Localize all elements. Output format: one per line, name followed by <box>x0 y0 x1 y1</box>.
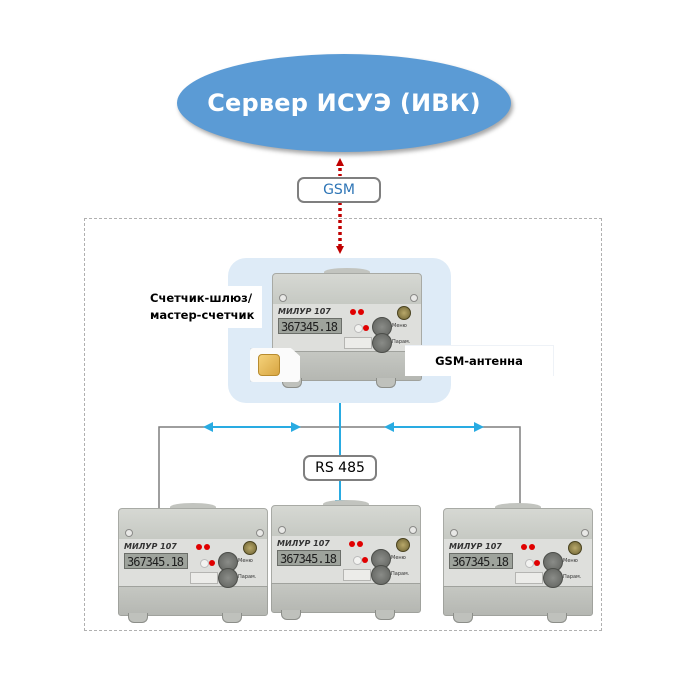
meter-menu-label: Меню <box>563 558 578 564</box>
meter-param-label: Парам. <box>391 571 410 577</box>
meter-display: 367345.18 <box>277 550 341 566</box>
meter-display: 367345.18 <box>278 318 342 334</box>
meter-menu-label: Меню <box>238 558 253 564</box>
master-meter-label: Счетчик-шлюз/ мастер-счетчик <box>144 286 262 328</box>
meter-connector-icon <box>243 541 257 555</box>
meter-model: 107 <box>313 539 330 548</box>
meter-param-button <box>372 333 392 353</box>
meter-model: 107 <box>160 542 177 551</box>
gsm-antenna-label: GSM-антенна <box>405 345 554 376</box>
slave-meter-1: МИЛУР 107 367345.18 Меню Парам. <box>118 503 268 623</box>
server-node: Сервер ИСУЭ (ИВК) <box>177 54 511 152</box>
meter-brand: МИЛУР <box>449 542 483 551</box>
meter-param-label: Парам. <box>238 574 257 580</box>
meter-param-button <box>218 568 238 588</box>
meter-menu-label: Меню <box>391 555 406 561</box>
meter-brand: МИЛУР <box>278 307 312 316</box>
meter-param-label: Парам. <box>563 574 582 580</box>
master-label-line1: Счетчик-шлюз/ <box>150 291 253 305</box>
rs485-link-label: RS 485 <box>303 455 377 481</box>
meter-param-label: Парам. <box>392 339 411 345</box>
network-boundary <box>84 218 602 631</box>
meter-menu-label: Меню <box>392 323 407 329</box>
gsm-link-label: GSM <box>297 177 381 203</box>
meter-brand: МИЛУР <box>124 542 158 551</box>
meter-connector-icon <box>397 306 411 320</box>
meter-display: 367345.18 <box>449 553 513 569</box>
master-meter: МИЛУР 107 367345.18 Меню Парам. <box>272 268 422 388</box>
meter-model: 107 <box>314 307 331 316</box>
slave-meter-3: МИЛУР 107 367345.18 Меню Парам. <box>443 503 593 623</box>
meter-param-button <box>371 565 391 585</box>
meter-brand: МИЛУР <box>277 539 311 548</box>
meter-connector-icon <box>568 541 582 555</box>
server-label: Сервер ИСУЭ (ИВК) <box>207 89 481 117</box>
master-label-line2: мастер-счетчик <box>150 308 255 322</box>
meter-connector-icon <box>396 538 410 552</box>
slave-meter-2: МИЛУР 107 367345.18 Меню Парам. <box>271 500 421 620</box>
sim-card-icon <box>250 348 300 382</box>
meter-display: 367345.18 <box>124 553 188 569</box>
meter-model: 107 <box>485 542 502 551</box>
meter-param-button <box>543 568 563 588</box>
